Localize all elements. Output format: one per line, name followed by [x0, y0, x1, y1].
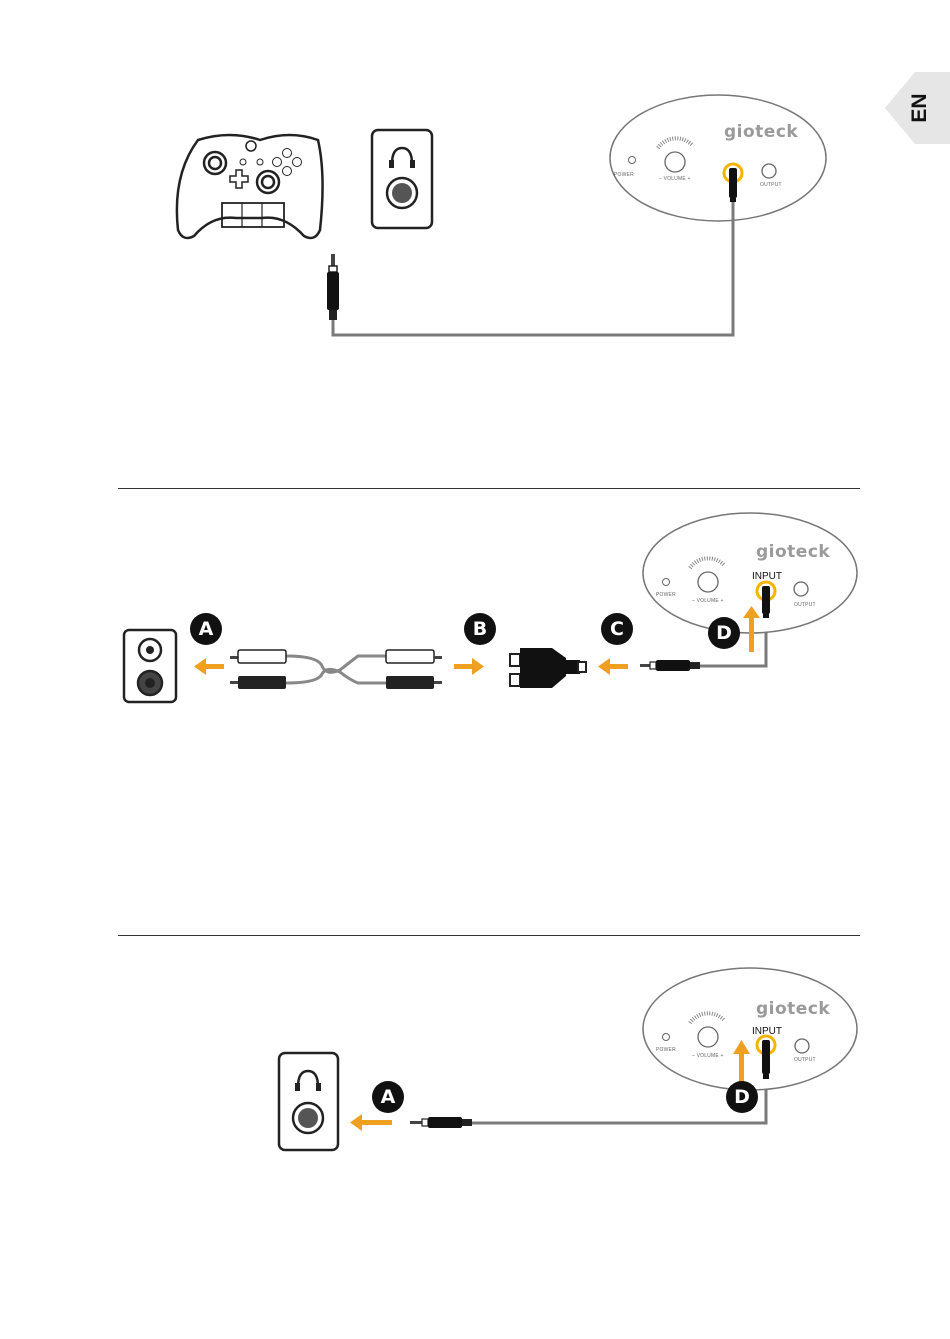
output-label: OUTPUT [794, 1057, 816, 1063]
arrow-icon [194, 658, 224, 675]
power-label: POWER [614, 172, 634, 178]
headphone-jack-icon [279, 1053, 338, 1150]
diagram-controller-connection: gioteck POWER – VOLUME + OUTPUT [0, 0, 950, 460]
step-badge-c: C [601, 613, 633, 645]
controller-icon [177, 135, 323, 238]
audio-plug-icon [762, 586, 770, 618]
rca-cable-icon [230, 650, 442, 689]
section-divider [118, 488, 860, 489]
rca-jacks-icon [124, 630, 176, 702]
audio-plug-icon [327, 254, 339, 320]
step-badge-a: A [372, 1081, 404, 1113]
brand-logo: gioteck [724, 122, 798, 142]
volume-label: – VOLUME + [692, 598, 724, 604]
step-badge-d: D [726, 1081, 758, 1113]
diagram-rca-connection: A B C D gioteck POWER – VOLUME + OUTPUT … [0, 490, 950, 930]
volume-label: – VOLUME + [659, 176, 691, 182]
input-label: INPUT [752, 571, 782, 582]
rca-adapter-icon [510, 648, 586, 688]
step-badge-b: B [464, 613, 496, 645]
diagram-headphone-connection: A D gioteck POWER – VOLUME + OUTPUT INPU… [0, 937, 950, 1187]
step-badge-d: D [708, 617, 740, 649]
input-label: INPUT [752, 1026, 782, 1037]
gioteck-device [610, 95, 826, 221]
gioteck-device [643, 968, 857, 1090]
output-label: OUTPUT [794, 602, 816, 608]
step-badge-a: A [190, 613, 222, 645]
brand-logo: gioteck [756, 542, 830, 562]
audio-plug-icon [762, 1040, 770, 1079]
volume-label: – VOLUME + [692, 1053, 724, 1059]
headphone-jack-icon [372, 130, 432, 228]
arrow-icon [350, 1114, 392, 1131]
audio-plug-icon [729, 168, 737, 202]
arrow-icon [454, 658, 484, 675]
output-label: OUTPUT [760, 182, 782, 188]
audio-plug-icon [410, 1117, 472, 1128]
section-divider [118, 935, 860, 936]
power-label: POWER [656, 1047, 676, 1053]
arrow-icon [598, 658, 628, 675]
power-label: POWER [656, 592, 676, 598]
brand-logo: gioteck [756, 999, 830, 1019]
audio-plug-icon [640, 660, 700, 671]
